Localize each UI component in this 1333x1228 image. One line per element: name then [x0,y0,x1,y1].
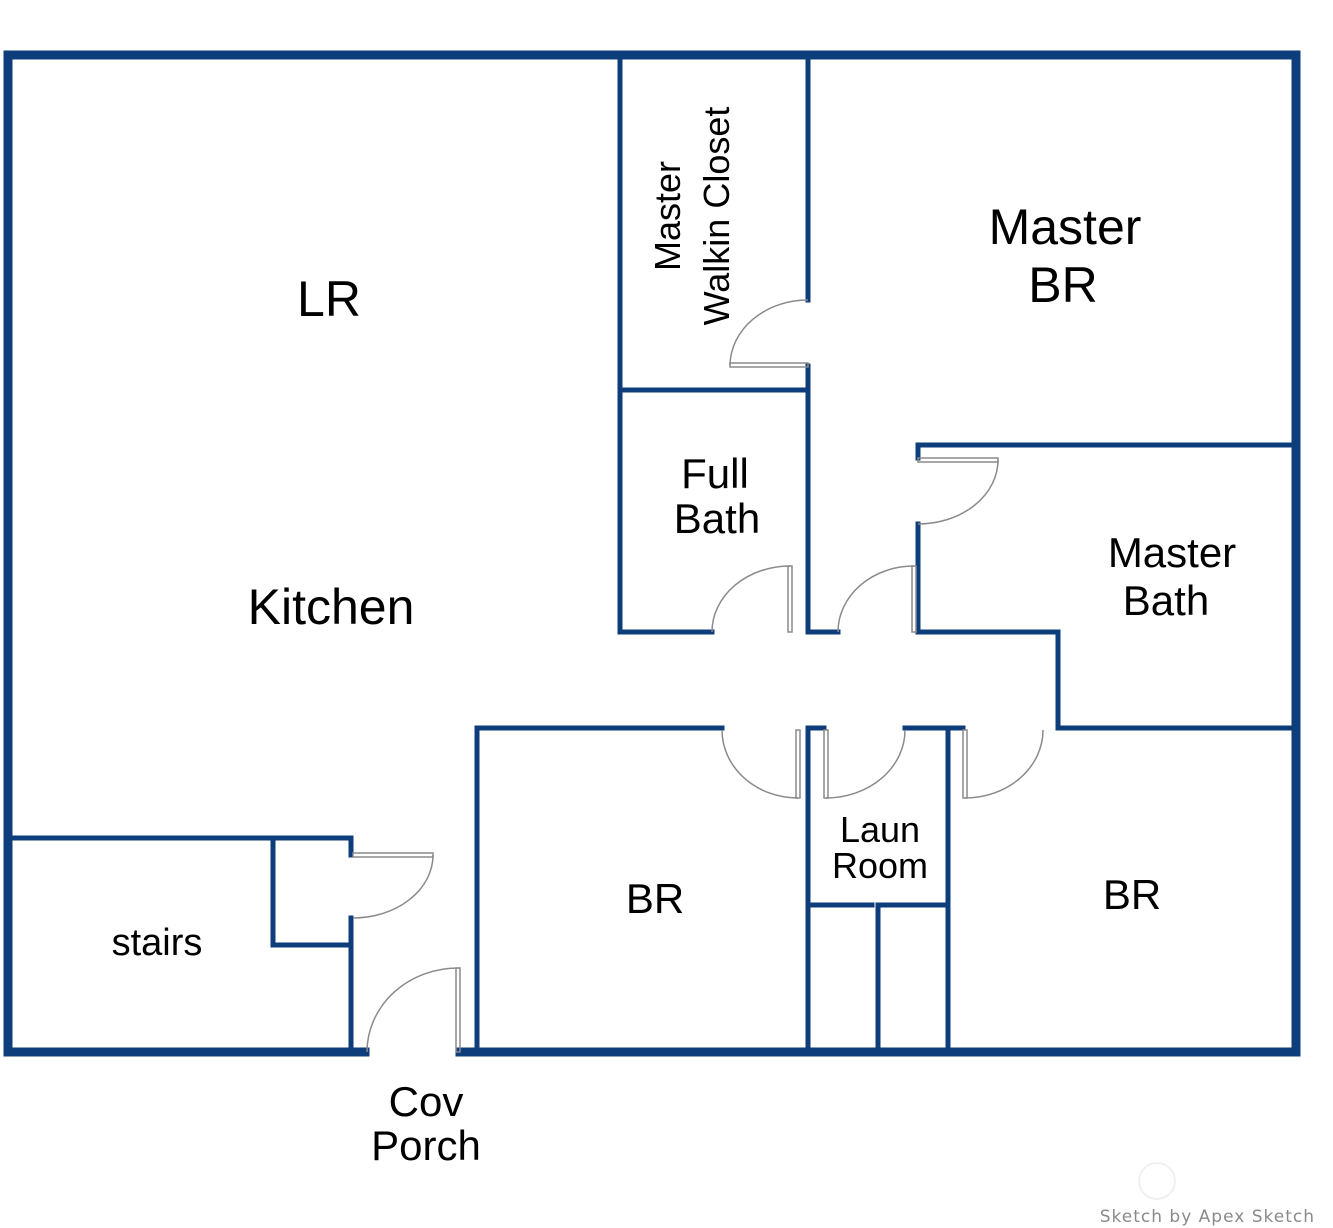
room-label-laundry-line1: Laun [840,809,920,850]
room-label-master-br-line1: Master [989,199,1142,255]
room-label-master-bath-line1: Master [1108,529,1236,576]
interior-walls [5,52,1299,1055]
room-label-porch-line2: Porch [371,1122,481,1169]
watermark: Sketch by Apex Sketch [1100,1162,1315,1227]
room-label-stairs: stairs [112,922,203,964]
room-label-br-right: BR [1103,871,1161,918]
door-master-bath [917,457,999,525]
watermark-logo [1138,1162,1176,1200]
room-label-master-closet: Master Walkin Closet [647,107,737,326]
room-label-master-closet-line1: Master [647,161,688,271]
room-label-master-closet-line2: Walkin Closet [696,107,737,326]
room-labels: LR Kitchen Master Walkin Closet Master B… [112,107,1237,1169]
exterior-wall [3,50,1301,1057]
door-br-right [962,729,1044,799]
room-label-full-bath-line1: Full [681,450,749,497]
door-full-bath [711,565,793,633]
door-master-closet [729,299,809,368]
door-entry [366,967,461,1053]
door-laundry [823,729,906,799]
room-label-lr: LR [297,271,361,327]
room-label-full-bath-line2: Bath [674,495,760,542]
room-label-master-bath-line2: Bath [1123,577,1209,624]
door-br-left [721,729,801,799]
room-label-br-left: BR [626,875,684,922]
room-label-laundry-line2: Room [832,845,928,886]
room-label-kitchen: Kitchen [248,579,415,635]
watermark-text: Sketch by Apex Sketch [1100,1207,1315,1227]
door-stairs-closet [352,852,434,919]
door-hall [837,565,917,633]
walls [3,50,1301,1057]
doors [352,299,1044,1053]
room-label-porch-line1: Cov [389,1078,464,1125]
room-label-master-br-line2: BR [1028,257,1097,313]
